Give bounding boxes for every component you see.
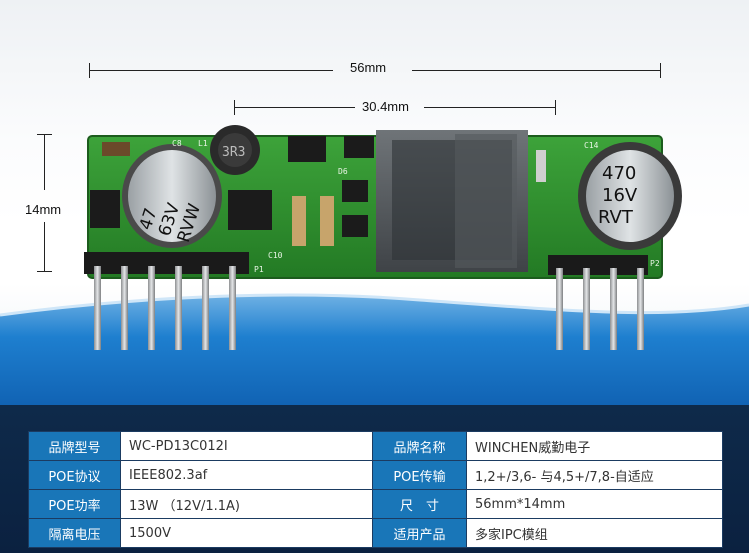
spec-key: 隔离电压 — [28, 518, 121, 548]
dim-30-line-left — [235, 107, 355, 108]
spec-value: IEEE802.3af — [120, 460, 373, 490]
spec-value: WINCHEN威勤电子 — [466, 431, 723, 461]
dim-30-label: 30.4mm — [362, 99, 409, 114]
table-row: 品牌型号 WC-PD13C012I 品牌名称 WINCHEN威勤电子 — [28, 431, 723, 461]
table-row: POE功率 13W （12V/1.1A) 尺 寸 56mm*14mm — [28, 489, 723, 519]
spec-key: 品牌型号 — [28, 431, 121, 461]
spec-key: 品牌名称 — [372, 431, 467, 461]
right-pins — [556, 268, 644, 350]
svg-text:3R3: 3R3 — [222, 145, 245, 160]
right-pin-header — [548, 255, 648, 275]
dim-14-label: 14mm — [25, 202, 62, 217]
left-pin-header — [84, 252, 249, 274]
spec-key: 尺 寸 — [372, 489, 467, 519]
spec-key: POE功率 — [28, 489, 121, 519]
table-row: POE协议 IEEE802.3af POE传输 1,2+/3,6- 与4,5+/… — [28, 460, 723, 490]
spec-key: POE协议 — [28, 460, 121, 490]
spec-key: POE传输 — [372, 460, 467, 490]
dim-56-tick-right — [660, 63, 661, 78]
spec-value: WC-PD13C012I — [120, 431, 373, 461]
svg-text:P1: P1 — [254, 265, 264, 274]
dim-30-tick-right — [555, 100, 556, 115]
poe-module-illustration: 3R3 47 63V RVW 470 16V RVT C8 L1 C — [84, 125, 682, 350]
svg-text:RVT: RVT — [598, 207, 634, 228]
dim-14-line-bottom — [44, 222, 45, 272]
left-pins — [94, 266, 236, 350]
svg-text:P2: P2 — [650, 259, 660, 268]
spec-value: 13W （12V/1.1A) — [120, 489, 373, 519]
svg-text:D6: D6 — [338, 167, 348, 176]
svg-text:C10: C10 — [268, 251, 283, 260]
spec-panel: 品牌型号 WC-PD13C012I 品牌名称 WINCHEN威勤电子 POE协议… — [0, 405, 749, 553]
spec-key: 适用产品 — [372, 518, 467, 548]
dim-30-line-right — [424, 107, 556, 108]
spec-value: 多家IPC模组 — [466, 518, 723, 548]
table-row: 隔离电压 1500V 适用产品 多家IPC模组 — [28, 518, 723, 548]
dim-56-label: 56mm — [350, 60, 387, 75]
dim-56-line-left — [90, 70, 333, 71]
svg-text:L1: L1 — [198, 139, 208, 148]
spec-table: 品牌型号 WC-PD13C012I 品牌名称 WINCHEN威勤电子 POE协议… — [28, 431, 723, 548]
svg-text:C14: C14 — [584, 141, 599, 150]
dim-14-tick-bottom — [37, 271, 52, 272]
silkscreen-labels: C8 L1 C14 D6 C10 P1 P2 — [172, 139, 660, 274]
svg-text:16V: 16V — [602, 185, 638, 206]
dim-14-line-top — [44, 134, 45, 190]
product-photo-area: 56mm 30.4mm 14mm — [0, 0, 749, 405]
dim-56-tick-left — [89, 63, 90, 78]
capacitor-470uf-16v: 470 16V RVT — [578, 142, 682, 250]
spec-value: 56mm*14mm — [466, 489, 723, 519]
spec-value: 1,2+/3,6- 与4,5+/7,8-自适应 — [466, 460, 723, 490]
capacitor-47uf-63v: 47 63V RVW — [122, 144, 222, 248]
svg-text:470: 470 — [602, 163, 636, 184]
svg-text:C8: C8 — [172, 139, 182, 148]
dim-14-tick-top — [37, 134, 52, 135]
dim-56-line-right — [412, 70, 660, 71]
dim-30-tick-left — [234, 100, 235, 115]
spec-value: 1500V — [120, 518, 373, 548]
